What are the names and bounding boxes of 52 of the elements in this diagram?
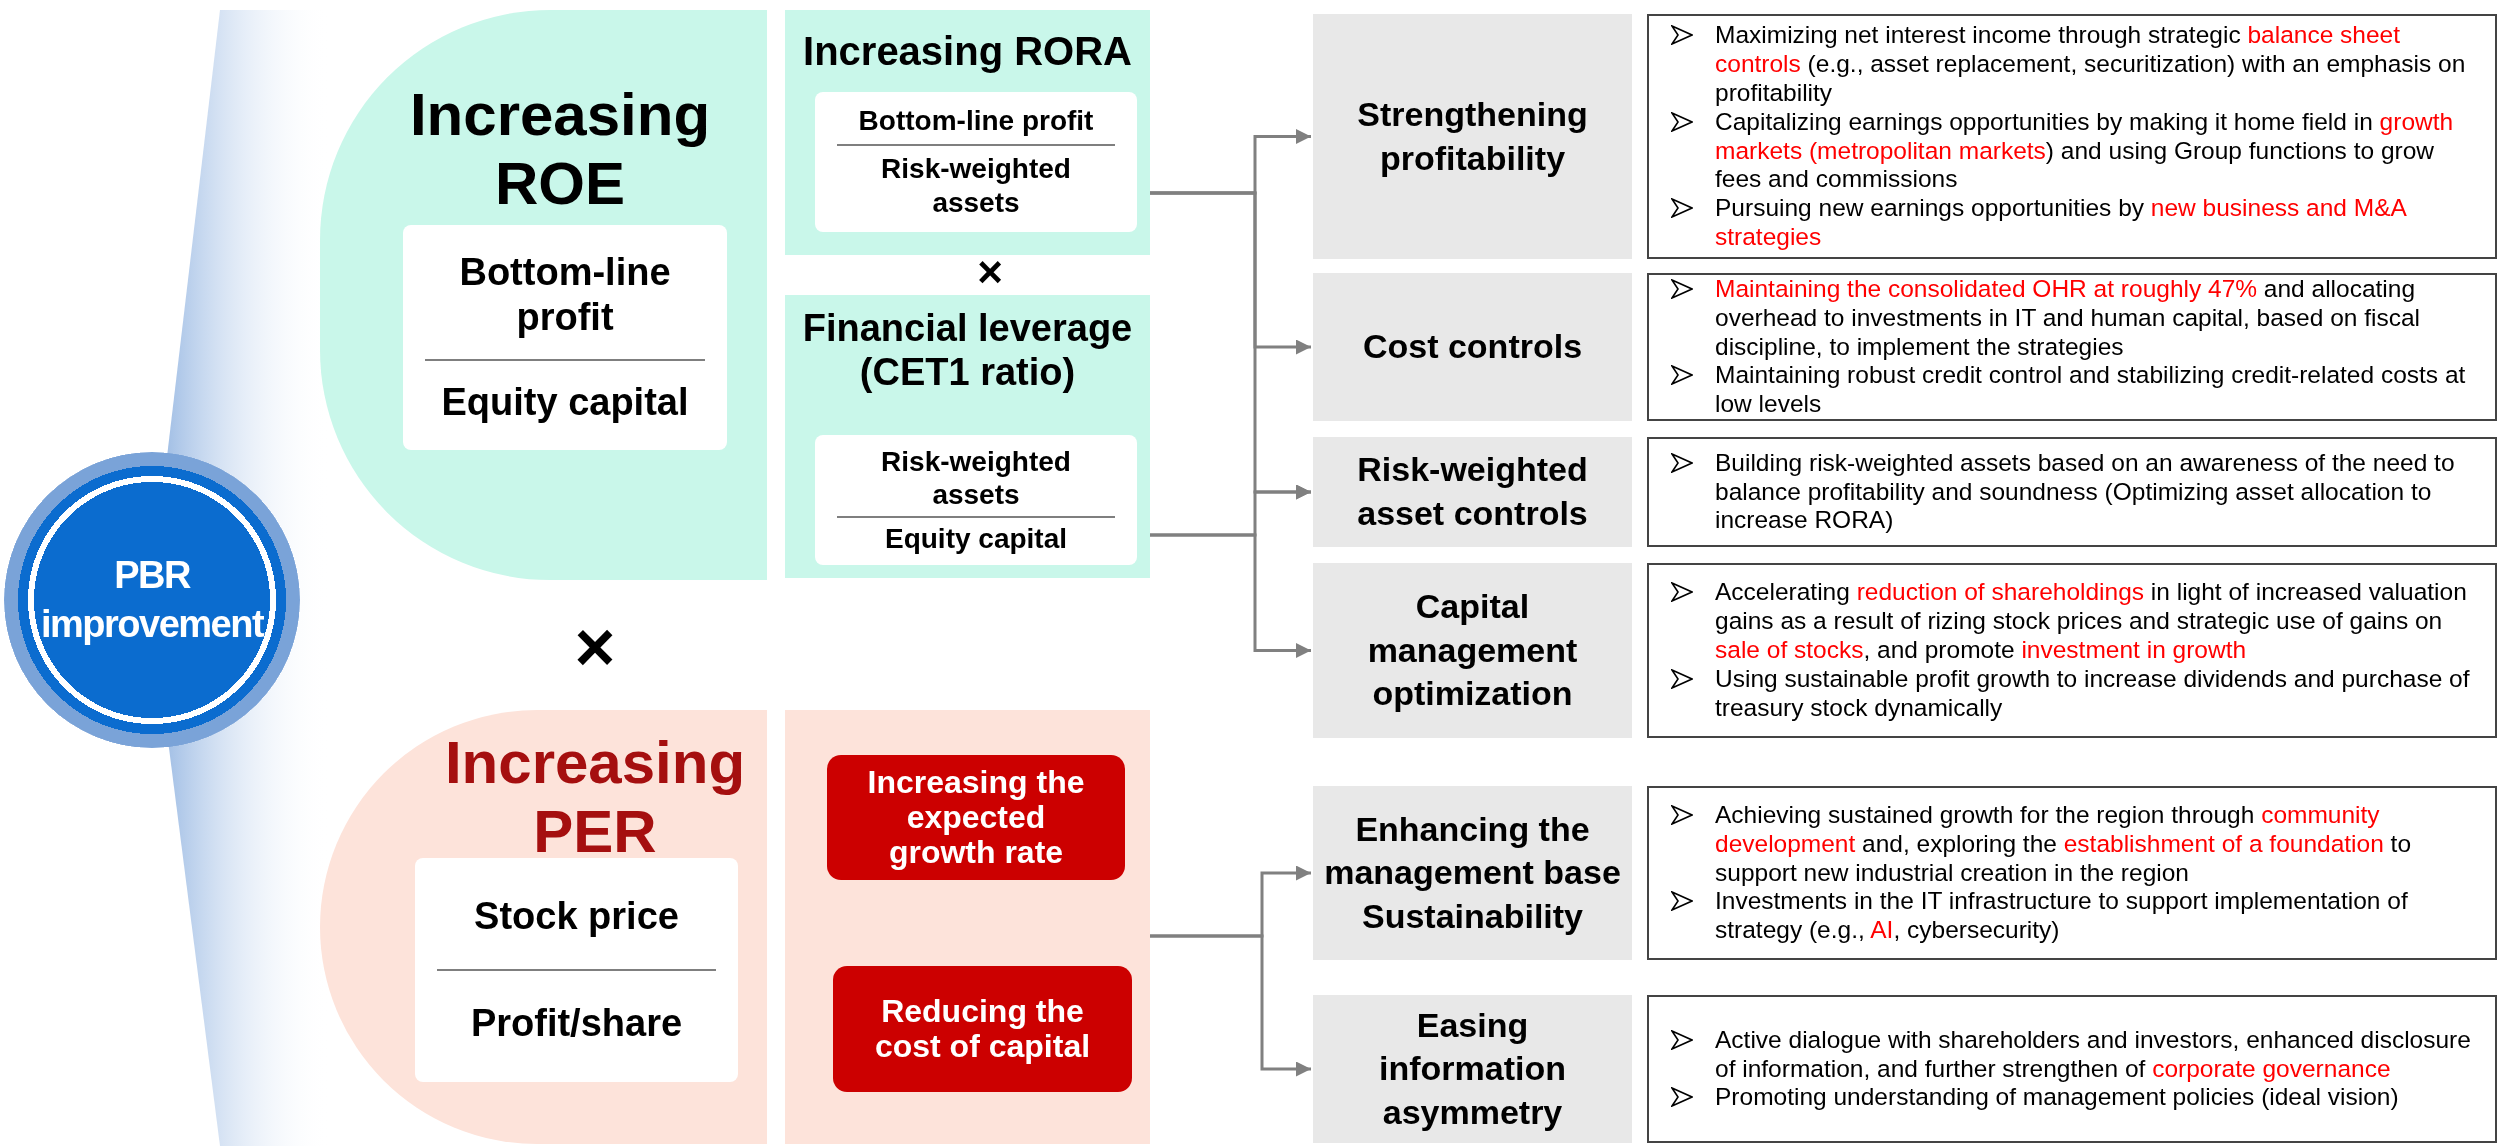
fraction-box <box>815 92 1137 232</box>
denominator-text: Risk-weighted assets <box>880 152 1072 220</box>
denominator-text: Profit/share <box>470 1000 683 1046</box>
factor-panel <box>785 710 1150 1144</box>
bullet-text: Promoting understanding of management policies (ideal vision) <box>1715 1083 2399 1113</box>
bullet-text: Building risk-weighted assets based on an awareness of the need to balance profitability and soundness (Optimizing asset allocation to increase RORA) <box>1715 448 2456 536</box>
panel-heading: Increasing RORA <box>802 28 1133 74</box>
numerator-text: Bottom-line profit <box>458 249 672 341</box>
bullet-text: Maximizing net interest income through strategic balance sheet controls (e.g., asset replacement, securitization) with an emphasis on profitability <box>1715 20 2467 108</box>
bullet-text: Capitalizing earnings opportunities by making it home field in growth markets (metropolitan markets) and using Group functions to grow fees and commissions <box>1715 107 2455 195</box>
metric-panel <box>320 710 767 1144</box>
arrow <box>1150 533 1311 658</box>
numerator-text: Risk-weighted assets <box>880 444 1072 512</box>
denominator-text: Equity capital <box>884 521 1067 556</box>
factor-box: Increasing the expected growth rate <box>827 755 1125 880</box>
detail-box <box>1647 437 2497 547</box>
denominator-text: Equity capital <box>441 379 689 425</box>
metric-panel <box>785 295 1150 578</box>
detail-box <box>1647 786 2497 960</box>
fraction-box <box>403 225 727 450</box>
panel-heading: Increasing ROE <box>408 80 712 218</box>
strategy-box: Cost controls <box>1313 273 1632 421</box>
strategy-box: Enhancing the management base Sustainability <box>1313 786 1632 960</box>
numerator-text: Stock price <box>474 893 679 939</box>
bullet-text: Maintaining robust credit control and stabilizing credit-related costs at low levels <box>1715 361 2467 420</box>
hub-circle: PBR improvement <box>4 452 300 748</box>
fraction-box <box>815 435 1137 565</box>
panel-heading: Increasing PER <box>443 728 747 866</box>
bullet-text: Using sustainable profit growth to increase dividends and purchase of treasury stock dynamically <box>1715 664 2471 723</box>
detail-box <box>1647 563 2497 738</box>
bullet-text: Investments in the IT infrastructure to support implementation of strategy (e.g., AI, cybersecurity) <box>1715 887 2409 946</box>
detail-box <box>1647 995 2497 1143</box>
multiply-sign: × <box>976 250 1004 294</box>
multiply-sign: × <box>573 612 617 682</box>
fraction-box <box>415 858 738 1082</box>
bullet-text: Pursuing new earnings opportunities by new business and M&A strategies <box>1715 194 2408 253</box>
metric-panel <box>320 10 767 580</box>
detail-box <box>1647 273 2497 421</box>
bullet-text: Maintaining the consolidated OHR at roughly 47% and allocating overhead to investments in IT and human capital, based on fiscal discipline, to implement the strategies <box>1715 274 2422 362</box>
bullet-text: Achieving sustained growth for the region through community development and, exploring the establishment of a foundation to support new industrial creation in the region <box>1715 800 2413 888</box>
detail-box <box>1647 14 2497 259</box>
strategy-box: Easing information asymmetry <box>1313 995 1632 1143</box>
bullet-text: Active dialogue with shareholders and investors, enhanced disclosure of information, and further strengthen of corporate governance <box>1715 1025 2472 1084</box>
metric-panel <box>785 10 1150 255</box>
numerator-text: Bottom-line profit <box>858 104 1094 138</box>
bullet-text: Accelerating reduction of shareholdings in light of increased valuation gains as a result of rizing stock prices and strategic use of gains on sale of stocks, and promote investment in growth <box>1715 578 2468 665</box>
strategy-box: Risk-weighted asset controls <box>1313 437 1632 547</box>
panel-heading: Financial leverage (CET1 ratio) <box>801 307 1134 395</box>
strategy-box: Strengthening profitability <box>1313 14 1632 259</box>
arrow <box>1150 934 1311 1077</box>
strategy-box: Capital management optimization <box>1313 563 1632 738</box>
factor-box: Reducing the cost of capital <box>833 966 1132 1092</box>
